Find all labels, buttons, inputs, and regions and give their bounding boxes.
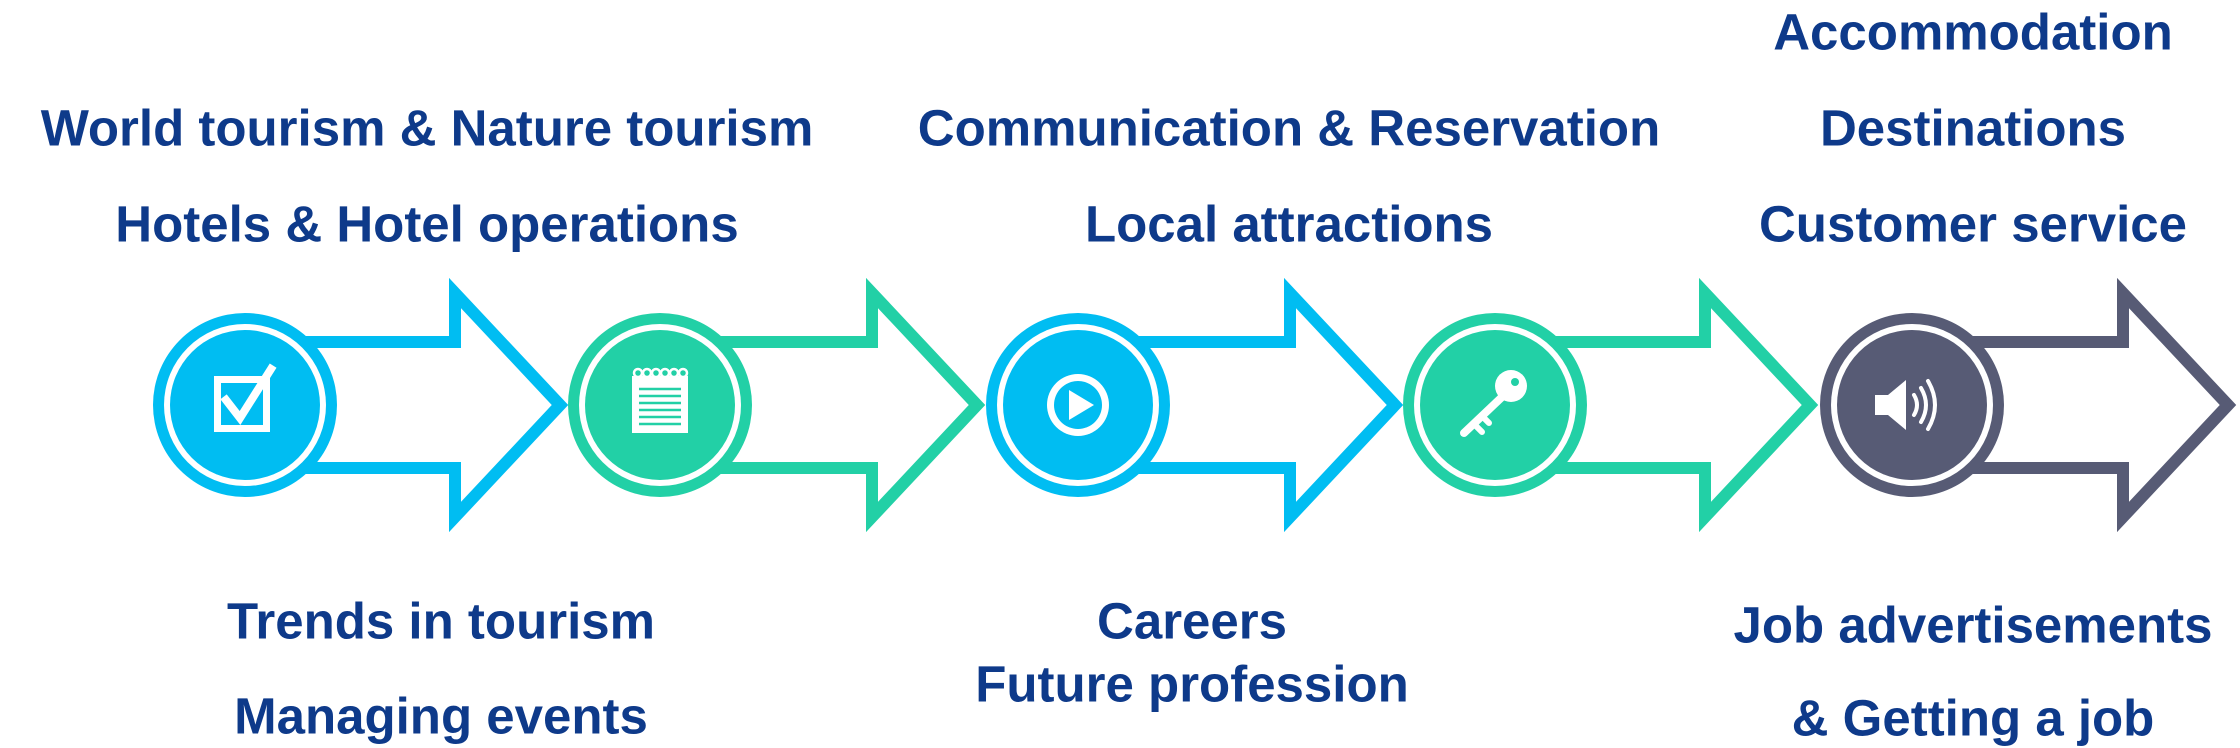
notepad-icon bbox=[632, 367, 689, 433]
stage-5-top-line-2: Destinations bbox=[1819, 99, 2127, 157]
stage-1-top-line-1: World tourism & Nature tourism bbox=[40, 99, 814, 157]
stage-5-arrow bbox=[1912, 277, 2237, 533]
stage-5-bottom-line-1: Job advertisements bbox=[1733, 596, 2213, 654]
stage-3-bottom-line-2: Future profession bbox=[975, 655, 1409, 713]
stage-5-disc bbox=[1837, 330, 1987, 480]
stage-1-arrow bbox=[245, 277, 569, 533]
stage-3 bbox=[986, 277, 1404, 533]
key-icon bbox=[1460, 370, 1527, 437]
stage-3-top-line-1: Communication & Reservation bbox=[917, 99, 1661, 157]
stage-5-top-line-3: Customer service bbox=[1758, 195, 2188, 253]
stage-4 bbox=[1403, 277, 1819, 533]
stage-1 bbox=[153, 277, 569, 533]
checkbox-icon bbox=[214, 363, 277, 432]
stage-3-arrow bbox=[1078, 277, 1404, 533]
stage-4-arrow bbox=[1495, 277, 1819, 533]
stage-2 bbox=[568, 277, 986, 533]
stage-2-arrow bbox=[660, 277, 986, 533]
speaker-icon bbox=[1875, 379, 1937, 431]
stage-5-top-line-1: Accommodation bbox=[1773, 3, 2173, 61]
play-icon bbox=[1047, 374, 1109, 436]
stage-1-top-line-2: Hotels & Hotel operations bbox=[115, 195, 739, 253]
stage-5 bbox=[1820, 277, 2237, 533]
stage-5-bottom-line-2: & Getting a job bbox=[1791, 689, 2155, 747]
stage-1-bottom-line-1: Trends in tourism bbox=[227, 592, 655, 650]
stage-3-bottom-line-1: Careers bbox=[1097, 592, 1287, 650]
stage-1-bottom-line-2: Managing events bbox=[234, 687, 648, 745]
stage-3-top-line-2: Local attractions bbox=[1084, 195, 1494, 253]
